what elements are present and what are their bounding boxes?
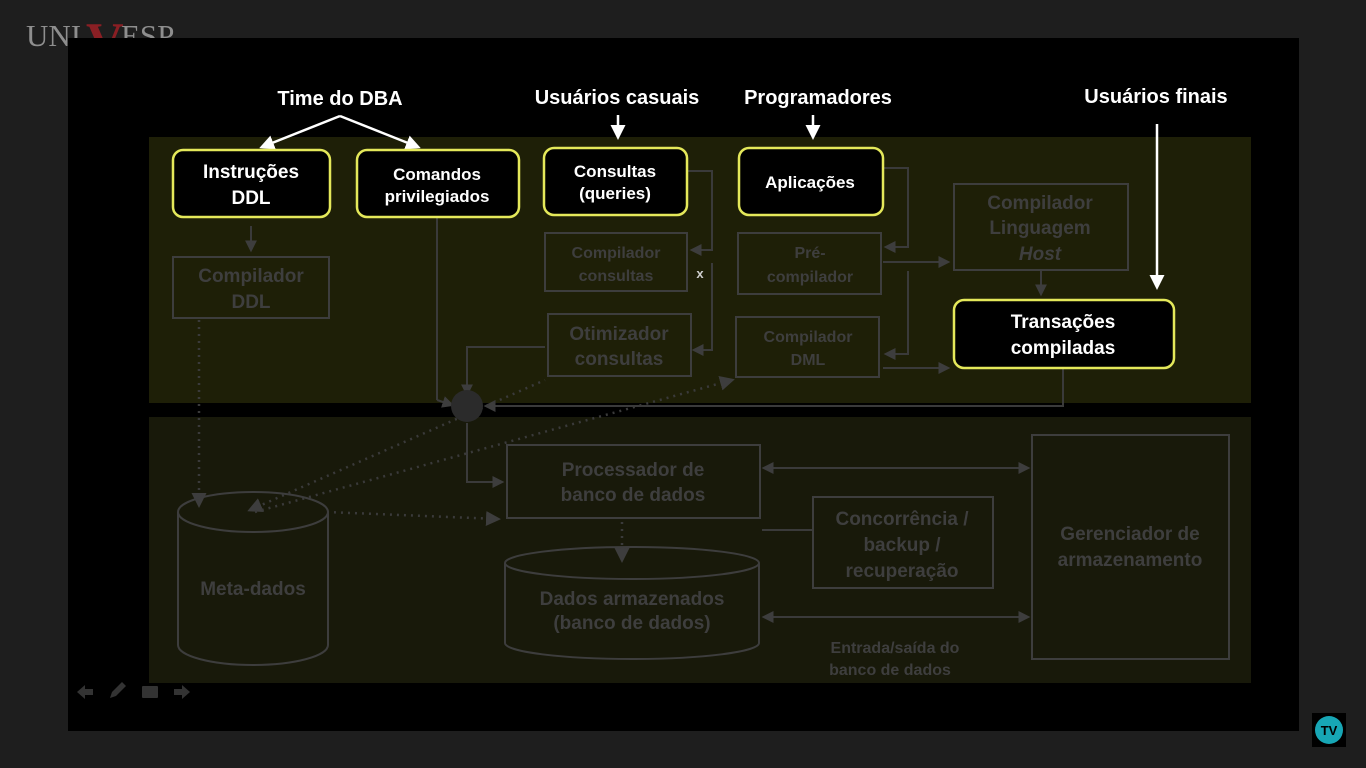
- privileged-commands-label-2: privilegiados: [385, 187, 490, 206]
- applications-label: Aplicações: [765, 173, 855, 192]
- host-compiler-label-1: Compilador: [987, 193, 1093, 214]
- univesp-tv-badge[interactable]: TV: [1312, 713, 1346, 747]
- concurrency-label-3: recuperação: [845, 561, 958, 582]
- precompiler-label-2: compilador: [767, 269, 853, 286]
- queries-label-1: Consultas: [574, 162, 656, 181]
- metadata-cylinder: [177, 491, 329, 666]
- precompiler-box: [737, 232, 882, 295]
- ddl-compiler-label-2: DDL: [231, 292, 270, 313]
- host-compiler-box: [953, 183, 1129, 271]
- stored-data-cylinder: [504, 546, 760, 660]
- screen-icon[interactable]: [142, 686, 158, 698]
- mouse-cursor-mark: x: [696, 266, 704, 281]
- dba-team-label: Time do DBA: [277, 88, 402, 110]
- db-processor-label-2: banco de dados: [561, 485, 706, 506]
- programmers-label: Programadores: [744, 87, 892, 109]
- io-label-2: banco de dados: [829, 662, 951, 679]
- privileged-commands-box: [355, 148, 521, 219]
- ddl-compiler-box: [172, 256, 330, 319]
- junction-node: [451, 390, 483, 422]
- casual-users-label: Usuários casuais: [535, 87, 700, 109]
- tv-badge-text: TV: [1321, 723, 1338, 738]
- privileged-commands-label-1: Comandos: [393, 165, 481, 184]
- query-optimizer-box: [547, 313, 692, 377]
- compiled-transactions-label-2: compiladas: [1011, 338, 1116, 359]
- stored-data-label-1: Dados armazenados: [540, 589, 725, 610]
- arrow-left-icon[interactable]: [76, 684, 96, 700]
- compiled-transactions-label-1: Transações: [1011, 312, 1116, 333]
- query-compiler-label-2: consultas: [579, 268, 654, 285]
- concurrency-box: [812, 496, 994, 589]
- storage-manager-label-2: armazenamento: [1058, 550, 1203, 571]
- end-users-label: Usuários finais: [1084, 86, 1227, 108]
- db-processor-label-1: Processador de: [562, 460, 705, 481]
- query-compiler-label-1: Compilador: [572, 245, 661, 262]
- queries-label-2: (queries): [579, 184, 651, 203]
- stored-data-label-2: (banco de dados): [553, 613, 710, 634]
- storage-manager-box: [1031, 434, 1230, 660]
- dml-compiler-box: [735, 316, 880, 378]
- ddl-statements-box: [171, 148, 332, 219]
- ddl-statements-label-1: Instruções: [203, 162, 299, 183]
- arrow-right-icon[interactable]: [172, 684, 192, 700]
- db-processor-box: [506, 444, 761, 519]
- dml-compiler-label-1: Compilador: [764, 329, 853, 346]
- compiled-transactions-box: [952, 298, 1176, 370]
- pen-icon[interactable]: [108, 682, 128, 701]
- queries-box: [542, 146, 689, 217]
- ddl-statements-label-2: DDL: [231, 188, 270, 209]
- storage-manager-label-1: Gerenciador de: [1060, 524, 1199, 545]
- query-optimizer-label-1: Otimizador: [569, 324, 669, 345]
- dml-compiler-label-2: DML: [791, 352, 826, 369]
- concurrency-label-1: Concorrência /: [835, 509, 969, 530]
- concurrency-label-2: backup /: [863, 535, 941, 556]
- io-label-1: Entrada/saída do: [831, 640, 960, 657]
- host-compiler-label-3: Host: [1019, 244, 1062, 265]
- connector-lines: [245, 167, 1064, 623]
- query-compiler-box: [544, 232, 688, 292]
- query-optimizer-label-2: consultas: [575, 349, 664, 370]
- ddl-compiler-label-1: Compilador: [198, 266, 304, 287]
- metadata-label: Meta-dados: [200, 579, 306, 600]
- applications-box: [737, 146, 885, 217]
- user-arrows: [259, 114, 1165, 290]
- dotted-connectors: [191, 320, 735, 563]
- host-compiler-label-2: Linguagem: [989, 218, 1090, 239]
- dbms-architecture-diagram: Compilador Linguagem Host Compilador DDL…: [76, 86, 1251, 701]
- precompiler-label-1: Pré-: [794, 245, 825, 262]
- slide: Compilador Linguagem Host Compilador DDL…: [68, 38, 1299, 731]
